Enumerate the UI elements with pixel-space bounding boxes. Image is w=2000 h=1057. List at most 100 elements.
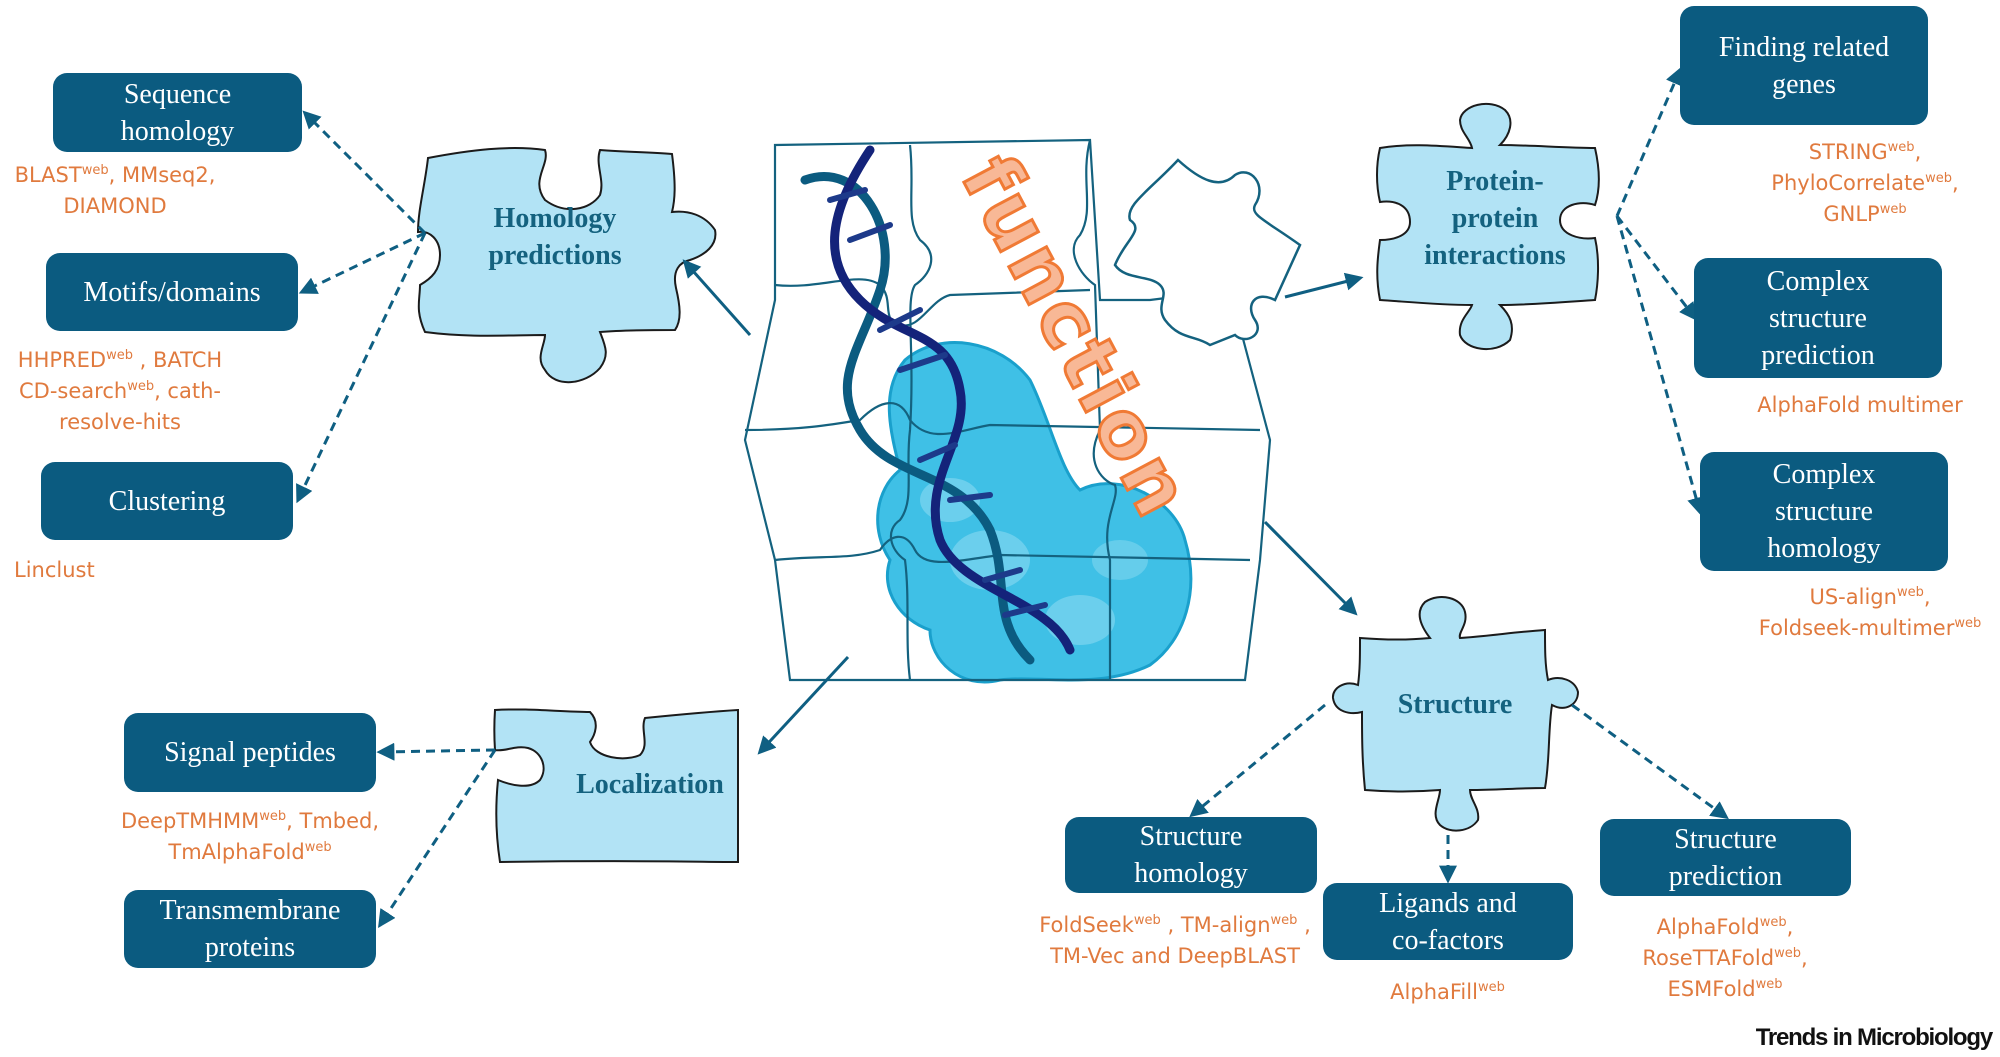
- tool-sep: ,: [1923, 585, 1931, 609]
- box-signal-peptides: Signal peptides: [124, 713, 376, 792]
- tool-name: AlphaFold multimer: [1757, 393, 1963, 417]
- box-line: prediction: [1761, 339, 1875, 371]
- web-tag: web: [127, 379, 155, 394]
- tool-name: FoldSeek: [1039, 913, 1134, 937]
- box-line: structure: [1775, 496, 1873, 527]
- tools-complex-structure-homology: US-alignweb, Foldseek-multimerweb: [1735, 582, 2000, 644]
- box-line: Finding related: [1718, 31, 1890, 63]
- box-line: homology: [1767, 533, 1881, 564]
- web-tag: web: [1879, 202, 1907, 217]
- journal-credit: Trends in Microbiology: [1755, 1024, 1993, 1051]
- box-line: Clustering: [108, 485, 226, 517]
- central-function-illustration: [743, 138, 1302, 684]
- tools-signal-peptides: DeepTMHMMweb, Tmbed, TmAlphaFoldweb: [100, 806, 400, 868]
- box-line: Structure: [1139, 821, 1243, 852]
- hub-structure-label: Structure: [1397, 689, 1513, 720]
- tool-name: Linclust: [14, 558, 95, 582]
- tool-sep: ,: [1160, 913, 1181, 937]
- tool-name: MMseq2,: [121, 163, 216, 187]
- tool-sep: ,: [1800, 946, 1808, 970]
- tool-sep: , cath-: [154, 379, 221, 403]
- box-line: Complex: [1772, 459, 1876, 490]
- box-line: homology: [1134, 858, 1248, 889]
- hub-label-line: Homology: [493, 203, 617, 234]
- tool-sep: ,: [1914, 140, 1922, 164]
- tools-clustering: Linclust: [14, 555, 95, 586]
- tool-name: PhyloCorrelate: [1771, 171, 1926, 195]
- web-tag: web: [259, 809, 287, 824]
- arrow-to-ppi: [1284, 272, 1364, 299]
- box-structure-prediction: Structure prediction: [1600, 819, 1851, 896]
- arrow-to-structure: [1263, 520, 1358, 616]
- localization-puzzle-piece: [493, 708, 739, 864]
- tool-name: AlphaFill: [1390, 980, 1478, 1004]
- tool-sep: , Tmbed,: [286, 809, 380, 833]
- hub-localization-label: Localization: [576, 769, 724, 800]
- tool-sep: ,: [108, 163, 122, 187]
- tools-finding-related-genes: STRINGweb, PhyloCorrelateweb, GNLPweb: [1745, 137, 1985, 230]
- tool-name: RoseTTAFold: [1642, 946, 1775, 970]
- web-tag: web: [1925, 171, 1952, 186]
- hub-ppi-label: Protein- protein interactions: [1390, 163, 1600, 274]
- arrow-to-localization: [757, 655, 850, 755]
- web-tag: web: [1477, 980, 1505, 995]
- hub-label-line: protein: [1451, 203, 1539, 234]
- tool-name: AlphaFold: [1656, 915, 1760, 939]
- arrow-to-homology: [682, 259, 752, 336]
- web-tag: web: [304, 840, 332, 855]
- tool-name: DIAMOND: [63, 194, 167, 218]
- box-line: co-factors: [1392, 924, 1504, 956]
- web-tag: web: [81, 163, 109, 178]
- box-transmembrane-proteins: Transmembrane proteins: [124, 890, 376, 968]
- tools-structure-homology: FoldSeekweb , TM-alignweb , TM-Vec and D…: [1010, 910, 1340, 972]
- dna-helix: [800, 145, 1075, 665]
- web-tag: web: [1133, 913, 1161, 928]
- box-motifs-domains: Motifs/domains: [46, 253, 298, 331]
- tool-name: DeepTMHMM: [120, 809, 260, 833]
- box-line: prediction: [1668, 860, 1783, 892]
- homology-puzzle-piece: [416, 146, 717, 384]
- web-tag: web: [1270, 913, 1298, 928]
- main-arrows: [682, 259, 1364, 755]
- box-line: proteins: [204, 932, 296, 963]
- box-structure-homology: Structure homology: [1065, 817, 1317, 893]
- box-line: structure: [1769, 302, 1867, 334]
- box-line: Transmembrane: [159, 895, 341, 926]
- tools-structure-prediction: AlphaFoldweb, RoseTTAFoldweb, ESMFoldweb: [1600, 912, 1850, 1005]
- hub-homology-label: Homology predictions: [460, 200, 650, 274]
- box-finding-related-genes: Finding related genes: [1680, 6, 1928, 125]
- tool-name: resolve-hits: [59, 410, 181, 434]
- hub-label-line: predictions: [488, 240, 622, 271]
- tools-motifs-domains: HHPREDweb , BATCH CD-searchweb, cath- re…: [0, 345, 240, 438]
- web-tag: web: [1954, 616, 1982, 631]
- hub-label-line: interactions: [1424, 240, 1566, 271]
- tool-name: TmAlphaFold: [168, 840, 305, 864]
- box-complex-structure-homology: Complex structure homology: [1700, 452, 1948, 571]
- tools-complex-structure-prediction: AlphaFold multimer: [1730, 390, 1990, 421]
- box-line: genes: [1772, 68, 1836, 100]
- tool-sep: ,: [1786, 915, 1794, 939]
- box-line: Signal peptides: [164, 737, 336, 768]
- box-line: Ligands and: [1379, 887, 1517, 919]
- box-line: Complex: [1766, 265, 1870, 297]
- web-tag: web: [1759, 915, 1787, 930]
- box-clustering: Clustering: [41, 462, 293, 540]
- detached-puzzle-piece: [1113, 158, 1302, 347]
- tools-ligands-cofactors: AlphaFillweb: [1340, 977, 1555, 1008]
- box-line: Structure: [1674, 823, 1777, 855]
- tool-name: US-align: [1809, 585, 1897, 609]
- web-tag: web: [106, 348, 133, 363]
- tool-name: TM-Vec and DeepBLAST: [1050, 944, 1300, 968]
- box-complex-structure-prediction: Complex structure prediction: [1694, 258, 1942, 378]
- structure-puzzle-piece: [1331, 596, 1580, 832]
- tool-sep: , BATCH: [132, 348, 223, 372]
- tool-name: GNLP: [1823, 202, 1880, 226]
- tool-name: TM-align: [1180, 913, 1271, 937]
- box-ligands-cofactors: Ligands and co-factors: [1323, 883, 1573, 960]
- tool-sep: ,: [1952, 171, 1959, 195]
- web-tag: web: [1755, 977, 1783, 992]
- tool-name: BLAST: [14, 163, 82, 187]
- ppi-puzzle-piece: [1376, 102, 1600, 351]
